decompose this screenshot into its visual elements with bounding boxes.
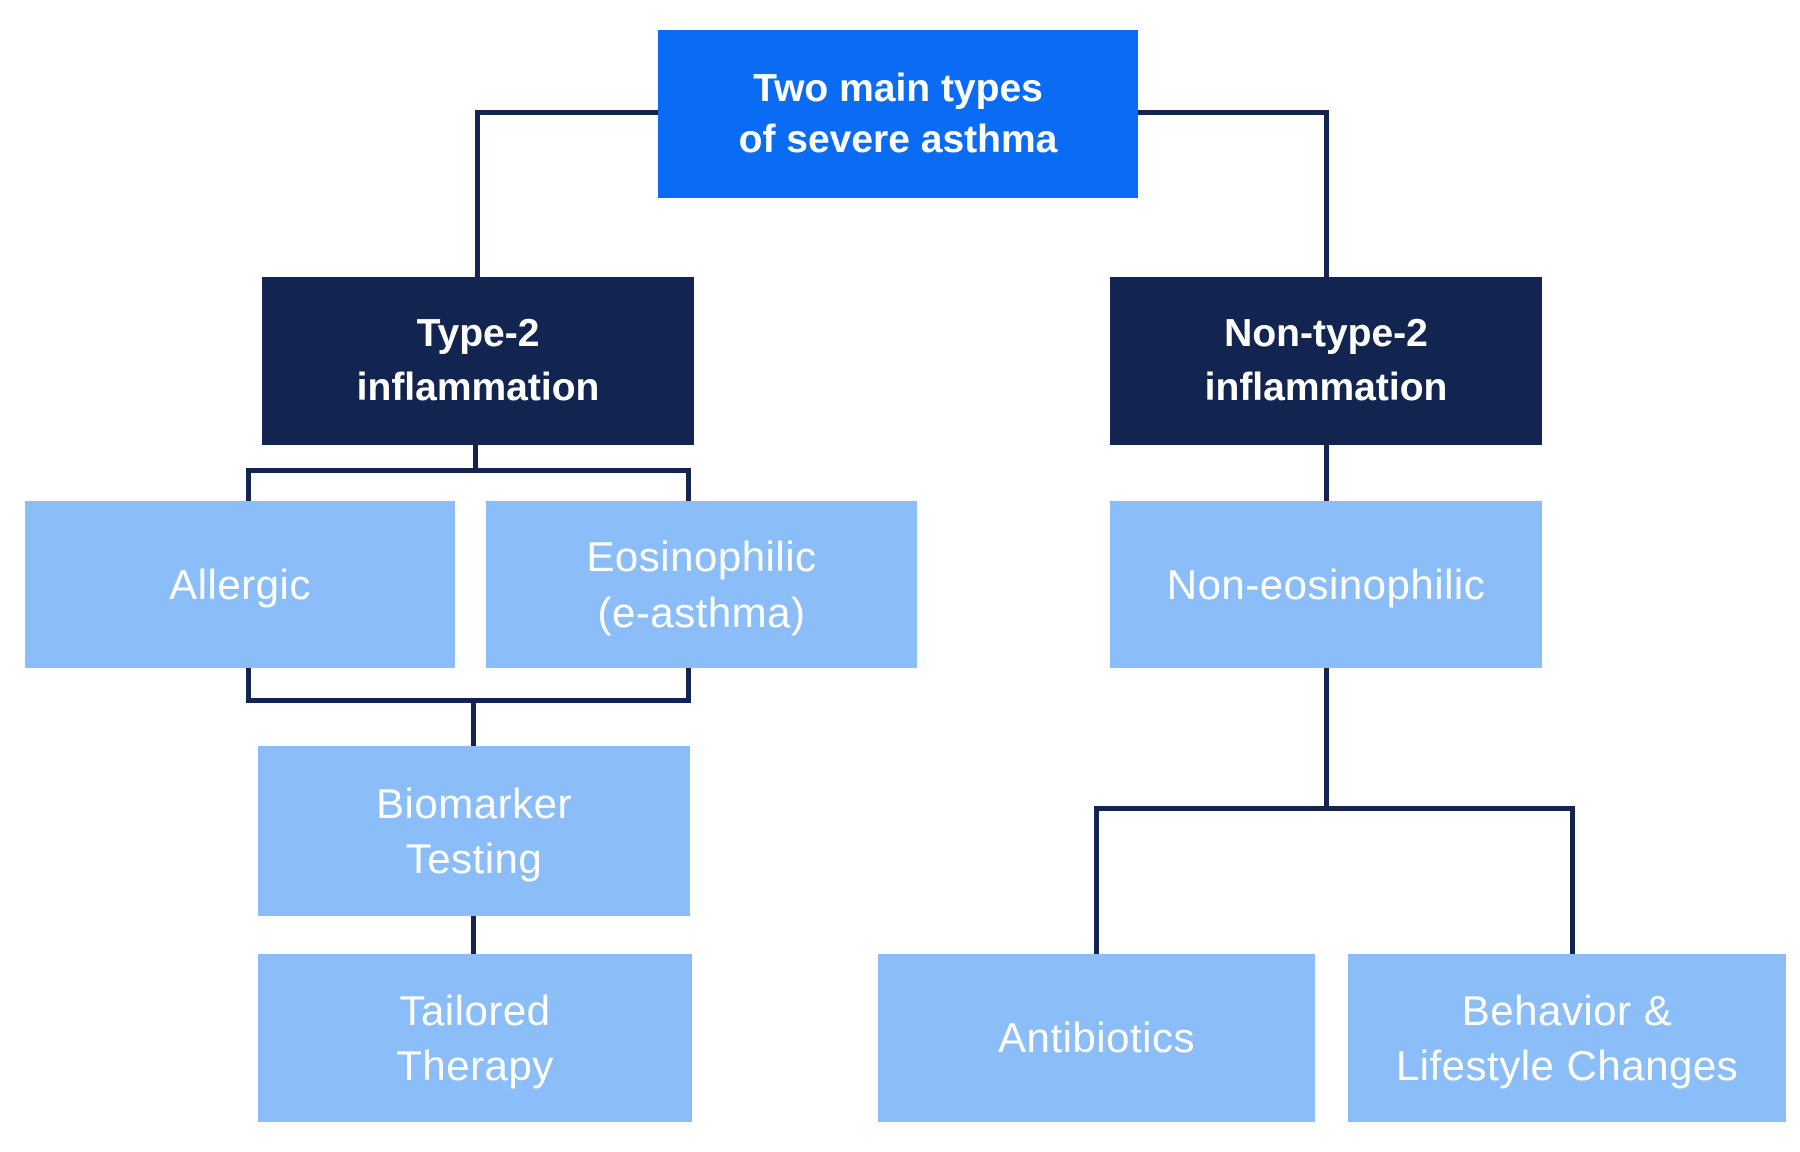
- node-label-line: Allergic: [169, 560, 311, 608]
- node-behavior-lifestyle: Behavior & Lifestyle Changes: [1348, 954, 1786, 1122]
- connector-merge-stub: [471, 698, 476, 748]
- node-label-line: Testing: [405, 835, 543, 882]
- connector-root-left-vertical: [475, 110, 480, 277]
- connector-root-left-horizontal: [475, 110, 660, 115]
- connector-nontype2-stub: [1324, 445, 1329, 503]
- node-two-main-types: Two main types of severe asthma: [658, 30, 1138, 198]
- node-label-line: Therapy: [396, 1042, 554, 1089]
- node-eosinophilic: Eosinophilic (e-asthma): [486, 501, 917, 668]
- node-label-line: Tailored: [399, 986, 551, 1034]
- connector-type2-bracket-left-vertical: [246, 468, 251, 503]
- node-type2-inflammation: Type-2 inflammation: [262, 277, 694, 445]
- connector-noneo-vertical: [1324, 668, 1329, 808]
- node-label-line: Two main types: [753, 66, 1043, 110]
- node-biomarker-testing: Biomarker Testing: [258, 746, 690, 916]
- connector-type2-bracket-right-vertical: [686, 468, 691, 503]
- connector-nontype2-bracket-left-vertical: [1094, 806, 1099, 956]
- node-label-line: (e-asthma): [597, 588, 806, 636]
- connector-biomarker-tailored: [471, 916, 476, 956]
- connector-nontype2-bracket-right-vertical: [1570, 806, 1575, 956]
- connector-merge-right-vertical: [686, 668, 691, 703]
- connector-merge-left-vertical: [246, 668, 251, 703]
- node-label-line: inflammation: [356, 366, 600, 409]
- connector-nontype2-bracket-horizontal: [1094, 806, 1575, 811]
- node-tailored-therapy: Tailored Therapy: [258, 954, 692, 1122]
- node-label-line: Behavior &: [1461, 986, 1673, 1034]
- node-label-line: Biomarker: [376, 779, 572, 827]
- node-label-line: inflammation: [1204, 366, 1448, 409]
- node-label-line: Antibiotics: [998, 1014, 1195, 1062]
- node-label-line: Lifestyle Changes: [1395, 1042, 1739, 1089]
- node-label-line: Non-type-2: [1224, 312, 1428, 356]
- node-allergic: Allergic: [25, 501, 455, 668]
- node-nontype2-inflammation: Non-type-2 inflammation: [1110, 277, 1542, 445]
- node-label-line: Eosinophilic: [586, 533, 817, 581]
- node-noneosinophilic: Non-eosinophilic: [1110, 501, 1542, 668]
- connector-merge-horizontal: [246, 698, 691, 703]
- node-label-line: of severe asthma: [738, 118, 1058, 161]
- connector-type2-bracket-horizontal: [246, 468, 691, 473]
- connector-type2-stub: [473, 445, 478, 473]
- connector-root-right-vertical: [1324, 110, 1329, 277]
- connector-root-right-horizontal: [1136, 110, 1329, 115]
- node-antibiotics: Antibiotics: [878, 954, 1315, 1122]
- node-label-line: Type-2: [416, 312, 540, 356]
- node-label-line: Non-eosinophilic: [1166, 560, 1486, 608]
